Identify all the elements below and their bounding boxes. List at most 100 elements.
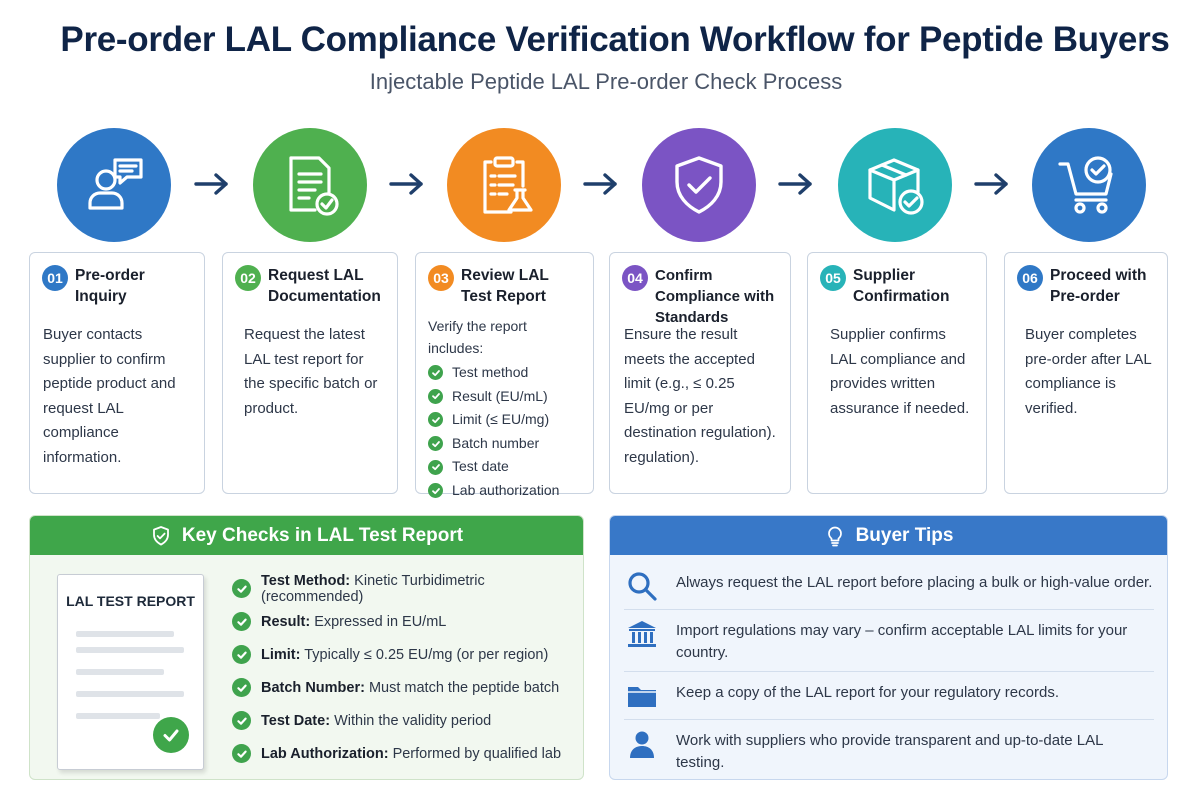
step-number: 05 bbox=[820, 265, 846, 291]
check-icon bbox=[232, 744, 251, 763]
lal-report-document: LAL TEST REPORT bbox=[57, 574, 204, 770]
check-value: Must match the peptide batch bbox=[368, 679, 560, 696]
step-number: 03 bbox=[428, 265, 454, 291]
page-title: Pre-order LAL Compliance Verification Wo… bbox=[60, 20, 1170, 59]
step-intro: Verify the report includes: bbox=[428, 318, 527, 356]
list-item: Limit: Typically ≤ 0.25 EU/mg (or per re… bbox=[232, 638, 583, 671]
report-line bbox=[76, 713, 160, 719]
list-item: Result: Expressed in EU/mL bbox=[232, 605, 583, 638]
list-item: Lab authorization bbox=[428, 479, 583, 503]
checklist-label: Batch number bbox=[452, 434, 540, 451]
check-value: Within the validity period bbox=[334, 712, 492, 729]
flow-arrow bbox=[192, 170, 232, 198]
step-title: Proceed with Pre-order bbox=[1050, 267, 1147, 305]
key-checks-panel: Key Checks in LAL Test Report LAL TEST R… bbox=[29, 515, 584, 780]
list-item: Limit (≤ EU/mg) bbox=[428, 408, 583, 432]
check-value: Kinetic Turbidimetric (recommended) bbox=[261, 572, 485, 605]
tip-text: Import regulations may vary – confirm ac… bbox=[676, 622, 1128, 661]
step-title: Confirm Compliance with Standards bbox=[655, 267, 775, 326]
step-6-icon-circle bbox=[1032, 128, 1146, 242]
list-item: Batch Number: Must match the peptide bat… bbox=[232, 671, 583, 704]
step-description: Supplier confirms LAL compliance and pro… bbox=[830, 326, 970, 417]
buyer-tips-header: Buyer Tips bbox=[610, 516, 1167, 555]
step-description: Ensure the result meets the accepted lim… bbox=[624, 326, 776, 466]
report-line bbox=[76, 691, 184, 697]
step-number: 06 bbox=[1017, 265, 1043, 291]
checklist-label: Limit (≤ EU/mg) bbox=[452, 411, 550, 428]
check-icon bbox=[428, 412, 443, 428]
list-item: Test Method: Kinetic Turbidimetric (reco… bbox=[232, 572, 583, 605]
step-card-2: 02 Request LAL Documentation Request the… bbox=[222, 252, 398, 494]
step-card-5: 05 Supplier Confirmation Supplier confir… bbox=[807, 252, 987, 494]
check-value: Performed by qualified lab bbox=[392, 745, 562, 762]
step-card-3: 03 Review LAL Test Report Verify the rep… bbox=[415, 252, 594, 499]
checklist-label: Lab authorization bbox=[452, 481, 560, 498]
checklist-label: Result (EU/mL) bbox=[452, 387, 548, 404]
report-line bbox=[76, 669, 164, 675]
step-description: Buyer completes pre-order after LAL comp… bbox=[1025, 326, 1152, 417]
flow-arrow bbox=[776, 170, 816, 198]
step-number: 04 bbox=[622, 265, 648, 291]
cart-check-icon bbox=[1058, 156, 1113, 214]
step-title: Pre-order Inquiry bbox=[75, 267, 145, 305]
user-chat-icon bbox=[88, 158, 143, 210]
list-item: Test Date: Within the validity period bbox=[232, 704, 583, 737]
list-item: Result (EU/mL) bbox=[428, 385, 583, 409]
list-item: Import regulations may vary – confirm ac… bbox=[624, 610, 1154, 672]
step-1-icon-circle bbox=[57, 128, 171, 242]
buyer-tips-title: Buyer Tips bbox=[855, 524, 954, 546]
lightbulb-icon bbox=[827, 526, 842, 546]
check-icon bbox=[428, 365, 443, 381]
page-subtitle: Injectable Peptide LAL Pre-order Check P… bbox=[369, 69, 843, 94]
tip-text: Work with suppliers who provide transpar… bbox=[676, 732, 1103, 771]
check-icon bbox=[232, 612, 251, 631]
check-value: Typically ≤ 0.25 EU/mg (or per region) bbox=[304, 646, 549, 663]
check-icon bbox=[428, 436, 443, 452]
report-label: LAL TEST REPORT bbox=[66, 593, 195, 609]
step-card-1: 01 Pre-order Inquiry Buyer contacts supp… bbox=[29, 252, 205, 494]
step-title: Supplier Confirmation bbox=[853, 267, 950, 305]
key-checks-title: Key Checks in LAL Test Report bbox=[181, 524, 464, 546]
flow-arrow bbox=[972, 170, 1012, 198]
check-icon bbox=[153, 717, 189, 753]
person-icon bbox=[624, 726, 660, 762]
check-label: Batch Number: bbox=[261, 679, 365, 696]
buyer-tips-list: Always request the LAL report before pla… bbox=[624, 562, 1154, 779]
step-5-icon-circle bbox=[838, 128, 952, 242]
list-item: Test date bbox=[428, 455, 583, 479]
folder-icon bbox=[624, 678, 660, 714]
bank-icon bbox=[624, 616, 660, 652]
step-4-icon-circle bbox=[642, 128, 756, 242]
step-card-6: 06 Proceed with Pre-order Buyer complete… bbox=[1004, 252, 1168, 494]
check-label: Test Date: bbox=[261, 712, 331, 729]
step-description: Buyer contacts supplier to confirm pepti… bbox=[43, 326, 176, 466]
tip-text: Always request the LAL report before pla… bbox=[676, 574, 1153, 591]
key-checks-header: Key Checks in LAL Test Report bbox=[30, 516, 583, 555]
step-2-icon-circle bbox=[253, 128, 367, 242]
check-icon bbox=[232, 711, 251, 730]
list-item: Batch number bbox=[428, 432, 583, 456]
document-check-icon bbox=[289, 156, 339, 216]
list-item: Lab Authorization: Performed by qualifie… bbox=[232, 737, 583, 770]
step-title: Request LAL Documentation bbox=[268, 267, 381, 305]
clipboard-flask-icon bbox=[483, 156, 533, 214]
list-item: Keep a copy of the LAL report for your r… bbox=[624, 672, 1154, 720]
report-line bbox=[76, 647, 184, 653]
check-label: Test Method: bbox=[261, 572, 351, 589]
check-icon bbox=[232, 645, 251, 664]
list-item: Test method bbox=[428, 361, 583, 385]
step-3-icon-circle bbox=[447, 128, 561, 242]
checklist-label: Test method bbox=[452, 364, 529, 380]
report-checklist: Test method Result (EU/mL) Limit (≤ EU/m… bbox=[428, 361, 583, 503]
search-icon bbox=[624, 568, 660, 604]
step-card-4: 04 Confirm Compliance with Standards Ens… bbox=[609, 252, 791, 494]
check-value: Expressed in EU/mL bbox=[314, 613, 447, 630]
step-description: Request the latest LAL test report for t… bbox=[244, 326, 378, 417]
step-number: 02 bbox=[235, 265, 261, 291]
list-item: Always request the LAL report before pla… bbox=[624, 562, 1154, 610]
shield-check-icon bbox=[152, 525, 169, 545]
buyer-tips-panel: Buyer Tips Always request the LAL report… bbox=[609, 515, 1168, 780]
check-icon bbox=[232, 678, 251, 697]
checklist-label: Test date bbox=[452, 458, 509, 475]
step-title: Review LAL Test Report bbox=[461, 267, 549, 305]
